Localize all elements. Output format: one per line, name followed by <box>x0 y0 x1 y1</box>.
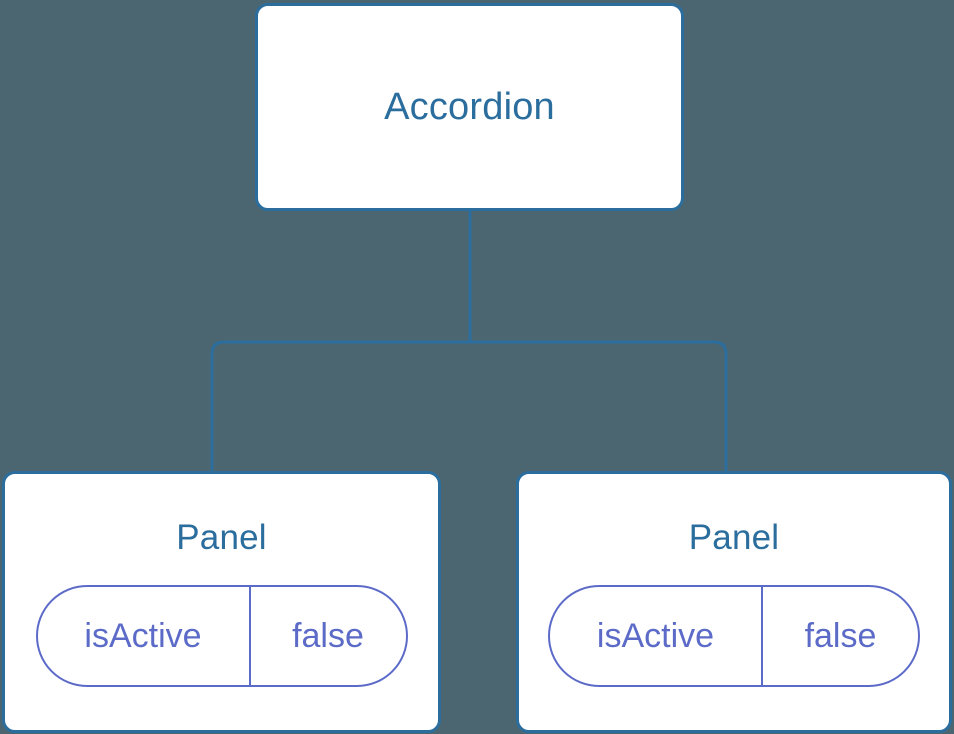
prop-pill-panel-2[interactable]: isActive false <box>548 585 920 687</box>
node-panel-2[interactable]: Panel isActive false <box>516 471 952 733</box>
edge-accordion-to-panel-1 <box>210 209 472 473</box>
prop-name-label: isActive <box>84 617 202 655</box>
prop-value-cell: false <box>763 587 918 685</box>
prop-name-cell: isActive <box>38 587 251 685</box>
prop-name-label: isActive <box>596 617 715 655</box>
node-accordion-title: Accordion <box>384 86 555 128</box>
edge-accordion-to-panel-2 <box>470 340 728 473</box>
prop-pill-panel-1[interactable]: isActive false <box>35 585 408 687</box>
prop-value-label: false <box>804 617 877 655</box>
prop-value-label: false <box>292 617 364 655</box>
node-panel-2-title: Panel <box>688 518 780 557</box>
node-panel-1[interactable]: Panel isActive false <box>2 471 441 733</box>
prop-name-cell: isActive <box>550 587 763 685</box>
node-accordion[interactable]: Accordion <box>255 3 684 211</box>
prop-value-cell: false <box>251 587 406 685</box>
node-panel-1-title: Panel <box>176 518 267 557</box>
